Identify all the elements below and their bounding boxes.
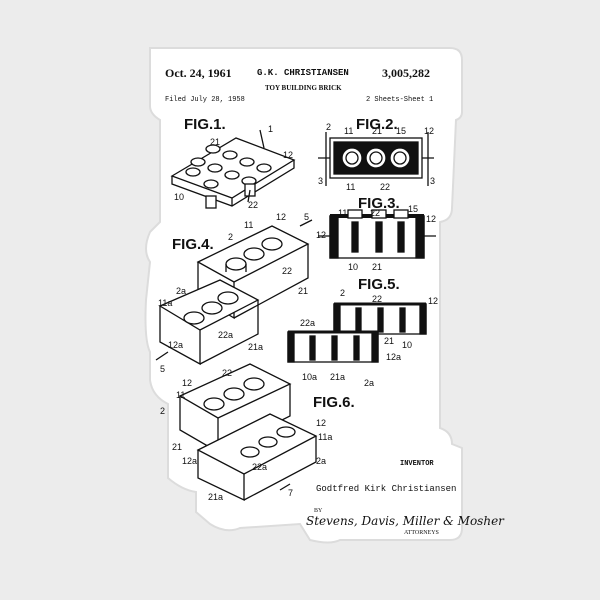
label-10a-fig5: 10a [302,372,318,382]
label-22a-fig5: 22a [300,318,316,328]
fig6-title: FIG.6. [313,394,355,411]
fig5-section-drawing [287,302,427,363]
fig2-title: FIG.2. [356,116,398,133]
label-22a-fig4: 22a [218,330,234,340]
label-11-fig6: 11 [176,390,186,400]
label-12-fig6: 12 [182,378,193,388]
fig3-title: FIG.3. [358,195,400,212]
label-15-fig2: 15 [396,126,407,136]
sheet-count: 2 Sheets-Sheet 1 [366,96,434,104]
label-11-fig2-bottom: 11 [346,182,356,192]
label-11-fig3: 11 [338,208,348,218]
label-11a-fig4: 11a [158,298,173,308]
inventor-header: G.K. CHRISTIANSEN [257,68,349,78]
label-22-fig6: 22 [222,368,233,378]
label-10-fig5: 10 [402,340,413,350]
label-15-fig3: 15 [408,204,419,214]
patent-title: TOY BUILDING BRICK [265,84,342,92]
label-2-fig6: 2 [160,406,166,416]
label-12-fig6-right: 12 [316,418,327,428]
label-11-fig4: 11 [244,220,254,230]
label-22-fig2: 22 [380,182,391,192]
patent-date: Oct. 24, 1961 [165,66,232,80]
label-12-fig1: 12 [283,150,294,160]
label-12-fig3-right: 12 [426,214,437,224]
label-22-fig1: 22 [248,200,259,210]
fig2-topview-drawing [318,132,434,186]
label-10-fig1: 10 [174,192,185,202]
label-22-fig3: 22 [370,208,381,218]
label-1-fig1: 1 [268,124,274,134]
label-21-fig6: 21 [172,442,183,452]
label-7-fig6: 7 [288,488,294,498]
label-11-fig2: 11 [344,126,354,136]
label-12a-fig6: 12a [182,456,198,466]
fig4-title: FIG.4. [172,236,214,253]
label-2a-fig4: 2a [176,286,187,296]
label-3-fig2-right: 3 [430,176,436,186]
label-12-fig5: 12 [428,296,439,306]
inventor-label: INVENTOR [400,460,434,468]
fig5-title: FIG.5. [358,276,400,293]
label-2a-fig6: 2a [316,456,327,466]
fig3-section-drawing [318,209,436,259]
attorneys-label: ATTORNEYS [404,530,439,536]
label-5-fig4-bottom: 5 [160,364,166,374]
label-2-fig2: 2 [326,122,332,132]
label-21a-fig5: 21a [330,372,346,382]
inventor-full-name: Godtfred Kirk Christiansen [316,484,457,494]
label-12a-fig5: 12a [386,352,402,362]
attorney-signature: Stevens, Davis, Miller & Mosher [306,514,504,528]
label-11a-fig6: 11a [318,432,333,442]
label-21-fig5: 21 [384,336,395,346]
label-2a-fig5: 2a [364,378,375,388]
fig4-bricks-drawing [155,219,313,366]
label-2-fig5: 2 [340,288,346,298]
label-12-fig3-left: 12 [316,230,327,240]
label-2-fig4: 2 [228,232,234,242]
label-12a-fig4: 12a [168,340,184,350]
fig6-bricks-drawing [178,363,318,502]
by-label: BY [314,508,323,514]
label-21-fig4: 21 [298,286,309,296]
label-22-fig5: 22 [372,294,383,304]
fig1-brick-drawing [170,129,296,209]
label-21a-fig4: 21a [248,342,264,352]
fig1-title: FIG.1. [184,116,226,133]
patent-number: 3,005,282 [382,66,430,80]
label-12-fig2: 12 [424,126,435,136]
filed-date: Filed July 28, 1958 [165,96,245,104]
label-21-fig2: 21 [372,126,383,136]
label-21-fig3: 21 [372,262,383,272]
label-12-fig4: 12 [276,212,287,222]
label-3-fig2-left: 3 [318,176,324,186]
label-5-fig4-top: 5 [304,212,310,222]
label-21a-fig6: 21a [208,492,224,502]
label-21-fig1: 21 [210,137,221,147]
label-10-fig3: 10 [348,262,359,272]
label-22a-fig6: 22a [252,462,268,472]
label-22-fig4: 22 [282,266,293,276]
